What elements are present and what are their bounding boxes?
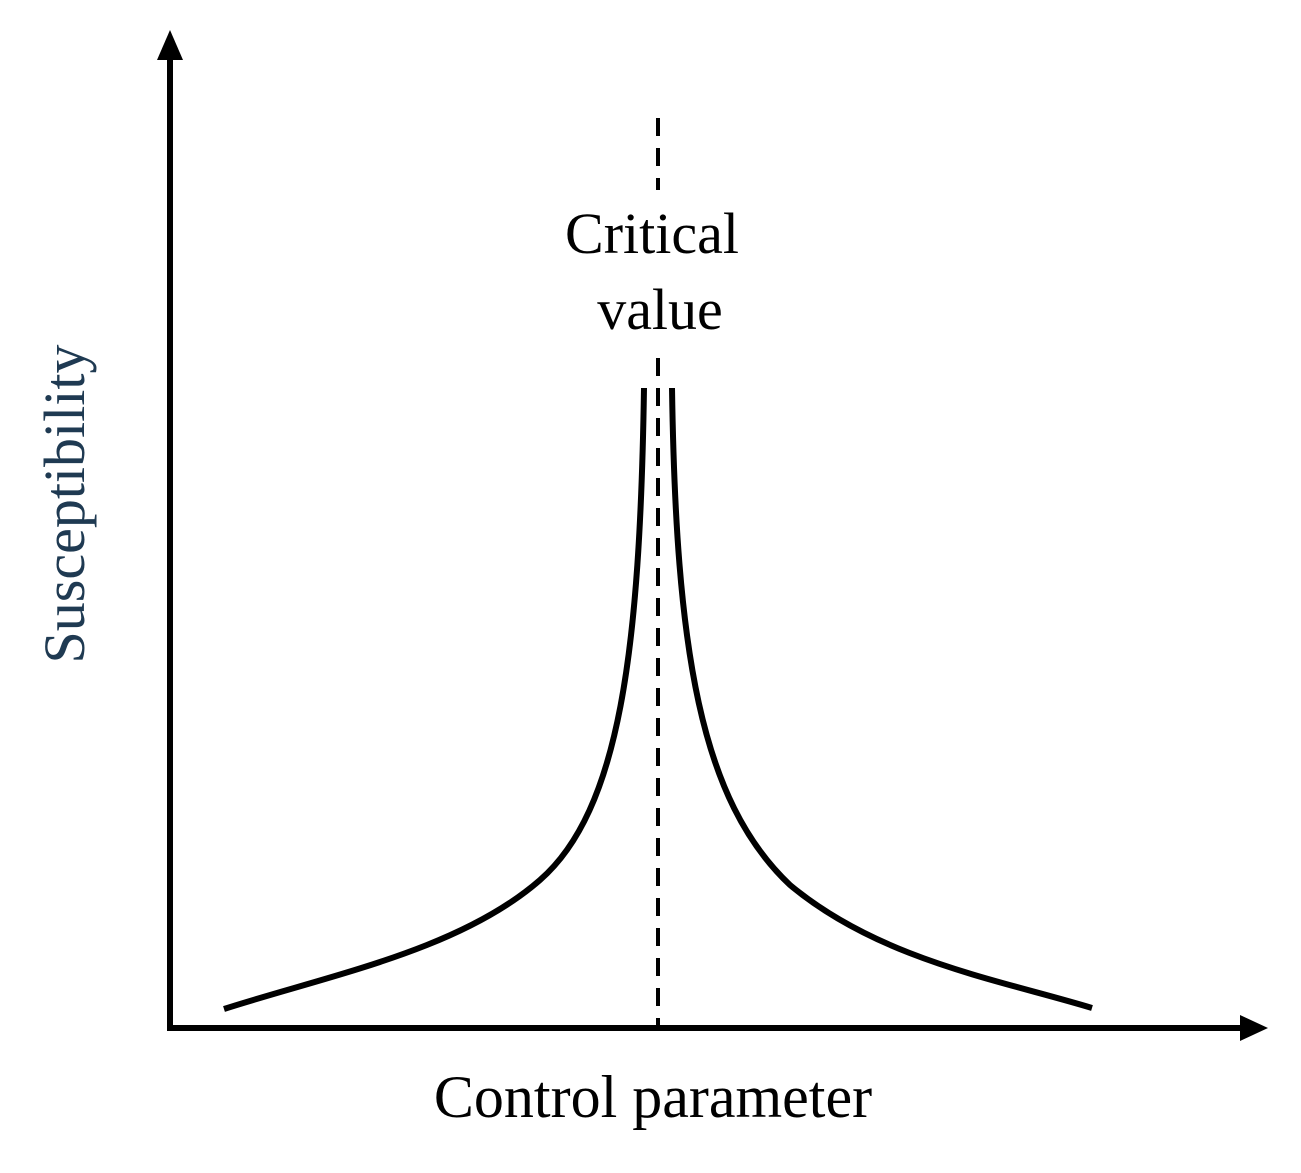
annotation-backdrop <box>548 190 758 350</box>
y-axis-label: Susceptibility <box>32 345 97 664</box>
susceptibility-curve-left <box>223 387 647 1012</box>
critical-annotation-line1: Critical <box>565 201 739 266</box>
critical-annotation-line2: value <box>597 277 723 342</box>
axes <box>157 30 1268 1041</box>
x-axis-label: Control parameter <box>434 1064 872 1130</box>
susceptibility-curve-right <box>669 387 1093 1011</box>
x-axis-arrowhead <box>1240 1015 1268 1041</box>
y-axis-arrowhead <box>157 30 183 60</box>
